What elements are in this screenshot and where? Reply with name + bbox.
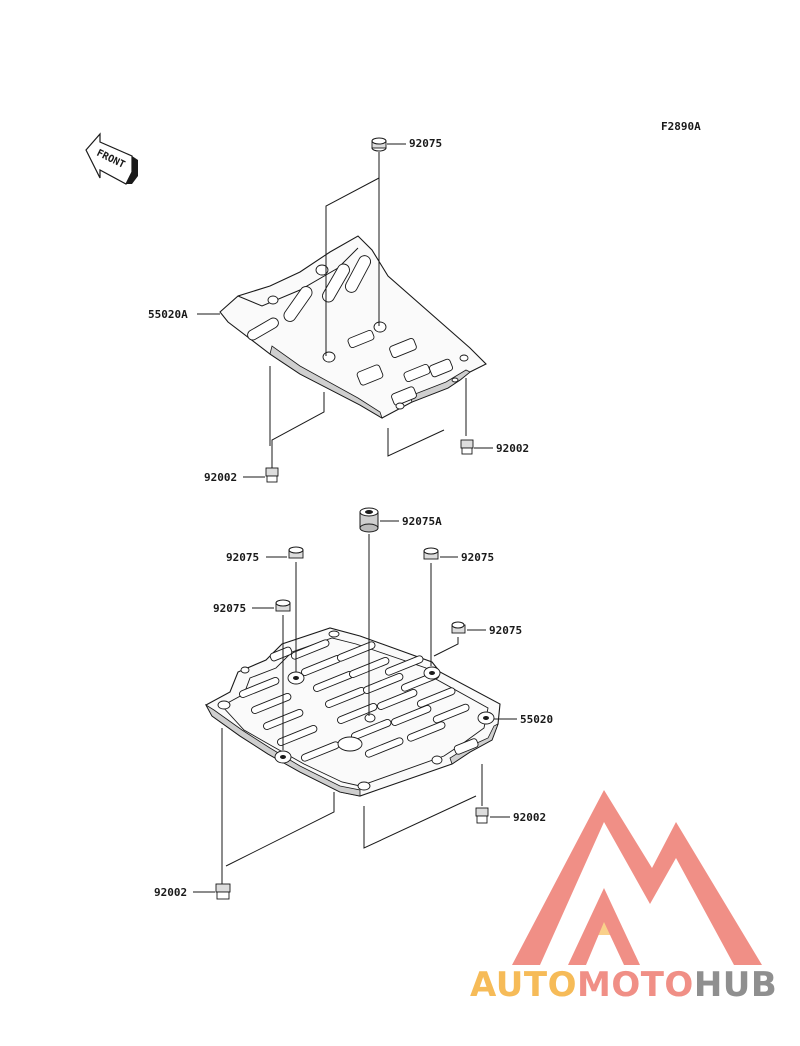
lower-nut-left-top-label: 92075 — [226, 551, 259, 564]
lower-nut-right-top-label: 92075 — [461, 551, 494, 564]
logo-part-moto: MOTO — [577, 965, 694, 1005]
lower-part-label: 55020 — [520, 713, 553, 726]
lower-nut-right-top — [423, 547, 439, 560]
logo-part-auto: AUTO — [470, 965, 577, 1005]
upper-part-label: 55020A — [148, 308, 188, 321]
upper-bolt-right-label: 92002 — [496, 442, 529, 455]
upper-nut-92075 — [371, 137, 387, 152]
lower-nut-right-mid-label: 92075 — [489, 624, 522, 637]
lower-mount-bosses — [217, 630, 495, 791]
logo-word: AUTOMOTOHUB — [470, 965, 777, 1005]
lower-nut-right-mid — [451, 621, 466, 634]
upper-nut-label: 92075 — [409, 137, 442, 150]
lower-bolt-right — [475, 807, 489, 824]
lower-bolt-right-label: 92002 — [513, 811, 546, 824]
lower-bolt-left — [215, 883, 231, 900]
upper-skid-plate — [219, 235, 487, 419]
lower-bolt-left-label: 92002 — [154, 886, 187, 899]
lower-collar-label: 92075A — [402, 515, 442, 528]
front-arrow-icon: FRONT — [85, 132, 138, 185]
lower-collar-92075A — [359, 507, 379, 533]
figure-code: F2890A — [661, 120, 701, 133]
lower-nut-left-mid-label: 92075 — [213, 602, 246, 615]
automotohub-logo: AUTOMOTOHUB — [470, 790, 777, 1005]
lower-nut-left-mid — [275, 599, 291, 612]
lower-nut-left-top — [288, 546, 304, 559]
lower-skid-plate — [204, 627, 501, 797]
upper-bolt-left-label: 92002 — [204, 471, 237, 484]
upper-bolt-right — [460, 439, 474, 455]
logo-part-hub: HUB — [694, 965, 777, 1005]
upper-bolt-left — [265, 462, 279, 483]
